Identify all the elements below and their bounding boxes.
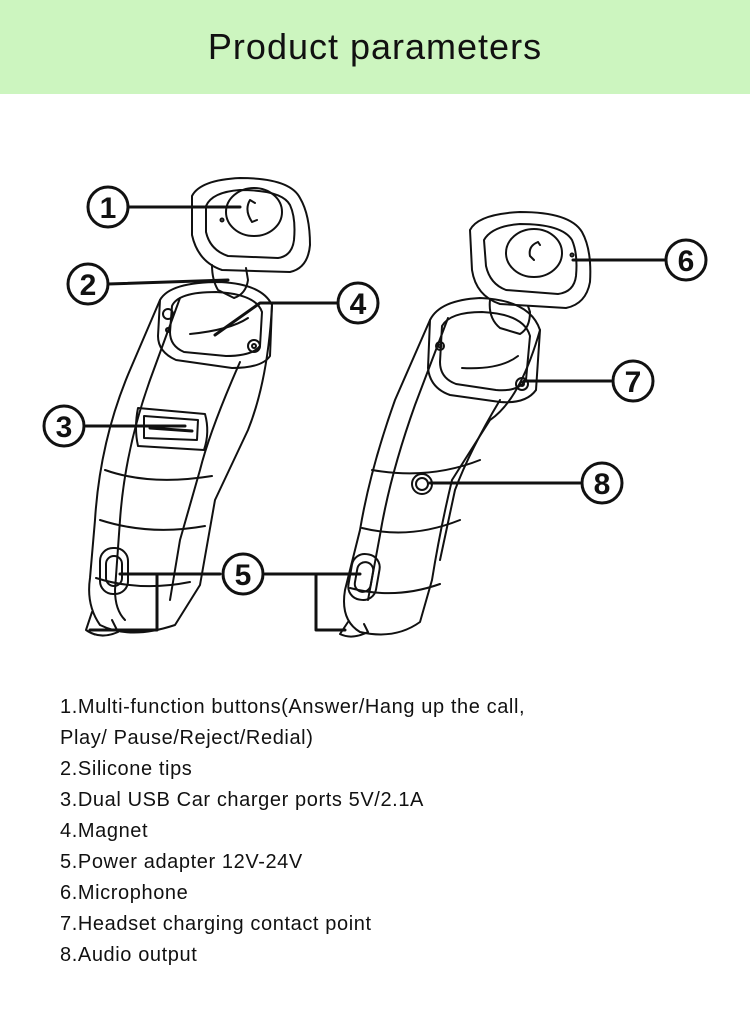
parameter-item: 6.Microphone — [60, 882, 189, 904]
callout-label: 8 — [594, 468, 611, 501]
callout-8: 8 — [580, 461, 624, 505]
callout-label: 3 — [56, 411, 73, 444]
right-charger — [339, 211, 592, 638]
parameter-item: 3.Dual USB Car charger ports 5V/2.1A — [60, 789, 424, 811]
callout-label: 7 — [625, 366, 642, 399]
callout-1: 1 — [86, 185, 130, 229]
callout-6: 6 — [664, 238, 708, 282]
callout-label: 6 — [678, 245, 695, 278]
page-title: Product parameters — [207, 26, 543, 67]
callout-lines — [84, 205, 668, 632]
callout-5: 5 — [221, 552, 265, 596]
parameter-item: 5.Power adapter 12V-24V — [60, 851, 303, 873]
parameter-item: 7.Headset charging contact point — [60, 913, 372, 935]
callout-label: 4 — [350, 288, 367, 321]
parameter-item: Play/ Pause/Reject/Redial) — [60, 727, 314, 749]
callout-label: 2 — [80, 269, 97, 302]
parameter-list: 1.Multi-function buttons(Answer/Hang up … — [60, 692, 525, 971]
callout-2: 2 — [66, 262, 110, 306]
callout-label: 5 — [235, 559, 252, 592]
parameter-item: 8.Audio output — [60, 944, 198, 966]
parameter-item: 2.Silicone tips — [60, 758, 193, 780]
parameter-item: 4.Magnet — [60, 820, 149, 842]
callout-3: 3 — [42, 404, 86, 448]
left-charger — [85, 177, 311, 637]
callout-4: 4 — [336, 281, 380, 325]
parameter-item: 1.Multi-function buttons(Answer/Hang up … — [60, 696, 526, 718]
callout-7: 7 — [611, 359, 655, 403]
header-banner: Product parameters — [0, 0, 750, 94]
product-diagram: 1 2 3 4 5 6 7 8 — [42, 177, 708, 638]
callout-label: 1 — [100, 192, 117, 225]
